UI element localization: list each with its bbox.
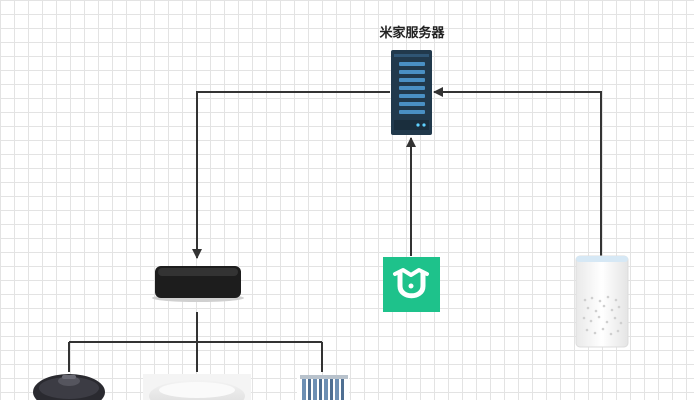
ceiling-light-icon <box>143 374 251 400</box>
server-title: 米家服务器 <box>379 26 445 41</box>
arrow-server-to-hub <box>192 91 390 259</box>
arrow-speaker-to-server <box>433 87 602 256</box>
curtain-icon <box>297 375 349 400</box>
smart-speaker-icon <box>575 255 629 348</box>
smart-hub-icon <box>152 266 244 302</box>
connector-lines <box>68 87 602 372</box>
mijia-app-icon[interactable] <box>383 257 440 312</box>
server-rack-icon <box>391 50 432 135</box>
hub-to-devices-line <box>68 312 323 372</box>
robot-vacuum-icon <box>33 374 105 400</box>
